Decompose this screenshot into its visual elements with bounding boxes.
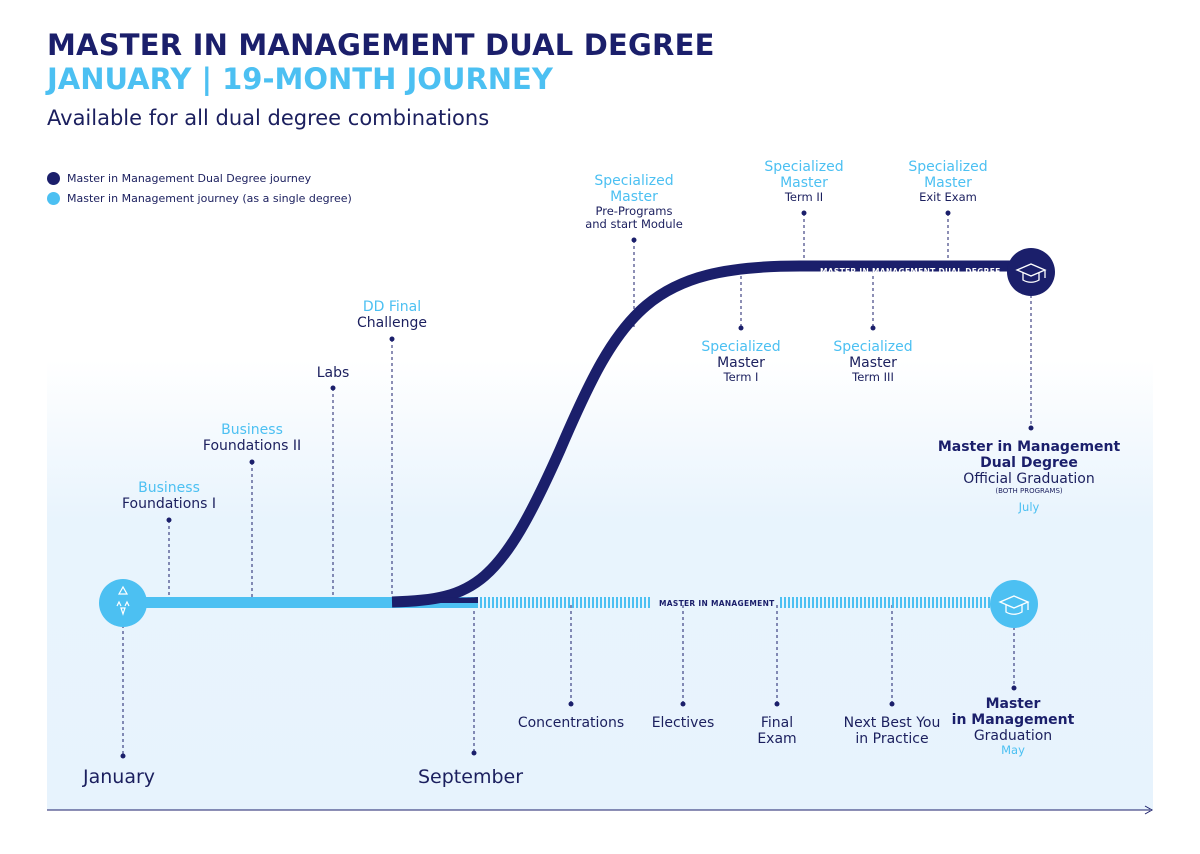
milestone-sm-exit-exam: Specialized Master Exit Exam [908, 159, 988, 205]
milestone-sm-term-2: Specialized Master Term II [764, 159, 844, 205]
milestone-business-foundations-1: Business Foundations I [121, 480, 217, 513]
page-title: MASTER IN MANAGEMENT DUAL DEGREE [47, 28, 715, 62]
milestone-final-exam: Final Exam [757, 715, 797, 748]
background-gradient [47, 360, 1153, 810]
milestone-next-best-you: Next Best You in Practice [843, 715, 941, 748]
legend-dot-dark [47, 172, 60, 185]
axis-label-january: January [83, 766, 156, 788]
mim-bar-label: MASTER IN MANAGEMENT [659, 599, 775, 608]
milestone-labs: Labs [316, 365, 350, 381]
legend-dot-light [47, 192, 60, 205]
graduation-cap-icon [1015, 263, 1047, 283]
milestone-dd-final-challenge: DD Final Challenge [357, 299, 427, 332]
mim-solid-bar [123, 597, 478, 608]
dual-degree-curve-base [392, 597, 478, 603]
mim-graduation-label: Master in Management Graduation May [951, 696, 1075, 758]
axis-label-september: September [418, 766, 524, 788]
graduation-cap-icon [998, 595, 1030, 615]
dd-graduation-label: Master in Management Dual Degree Officia… [937, 439, 1121, 515]
milestone-sm-term-1: Specialized Master Term I [701, 339, 781, 385]
mim-striped-bar-right [780, 597, 992, 608]
start-node [99, 579, 147, 627]
milestone-dots [120, 210, 1034, 759]
page-tagline: Available for all dual degree combinatio… [47, 106, 490, 130]
milestone-business-foundations-2: Business Foundations II [202, 422, 302, 455]
dd-graduation-node [1007, 248, 1055, 296]
milestone-sm-pre-programs: Specialized Master Pre-Programs and star… [585, 173, 683, 232]
milestone-electives: Electives [651, 715, 715, 731]
connector-lines [122, 213, 1032, 755]
page-subtitle: JANUARY | 19-MONTH JOURNEY [47, 62, 553, 96]
legend-label: Master in Management Dual Degree journey [67, 172, 312, 185]
legend-item-single-degree: Master in Management journey (as a singl… [47, 192, 352, 205]
rocket-icon [116, 585, 130, 616]
milestone-concentrations: Concentrations [517, 715, 625, 731]
milestone-sm-term-3: Specialized Master Term III [833, 339, 913, 385]
legend-item-dual-degree: Master in Management Dual Degree journey [47, 172, 311, 185]
legend-label: Master in Management journey (as a singl… [67, 192, 352, 205]
axis-arrow-icon [1144, 805, 1154, 815]
dual-degree-curve [391, 260, 1030, 608]
mim-striped-bar-left [478, 597, 650, 608]
dd-bar-label: MASTER IN MANAGEMENT DUAL DEGREE [820, 267, 1001, 276]
mim-graduation-node [990, 580, 1038, 628]
